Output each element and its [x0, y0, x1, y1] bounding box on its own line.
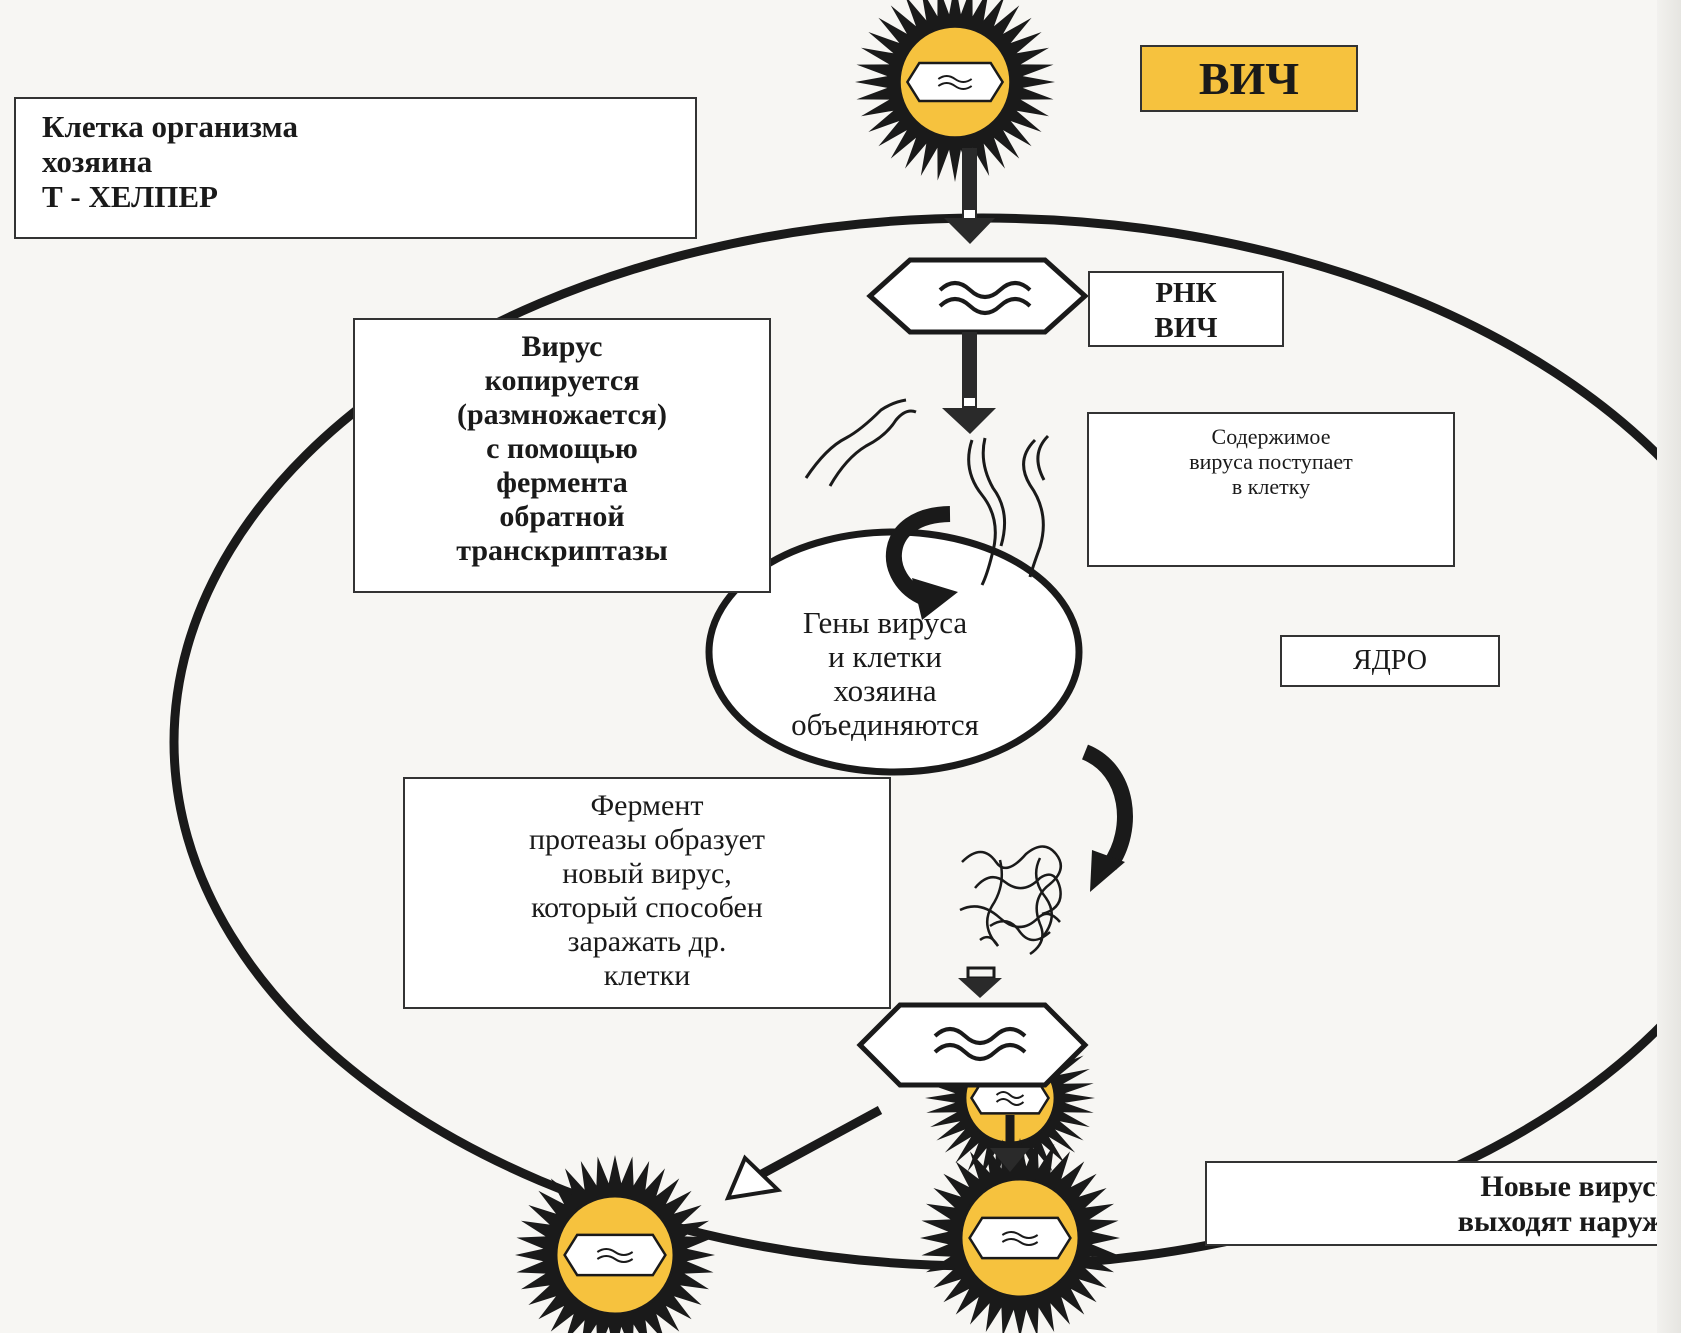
copy-line: фермента [496, 466, 628, 499]
copy-line: обратной [499, 500, 625, 533]
host-cell-label: Клетка организма хозяина Т - ХЕЛПЕР [14, 97, 697, 239]
nucleus-line: и клетки [828, 639, 942, 674]
host-cell-line-3: Т - ХЕЛПЕР [42, 179, 218, 214]
protease-line: заражать др. [567, 925, 727, 958]
content-line: в клетку [1231, 474, 1311, 499]
protease-line: клетки [603, 959, 691, 992]
hiv-particle-top-icon [855, 0, 1055, 182]
entry-arrow-icon [944, 148, 995, 244]
page-edge [1657, 0, 1681, 1333]
nucleus-label-text: ЯДРО [1353, 645, 1427, 676]
copy-line: Вирус [521, 330, 603, 363]
rna-line-1: РНК [1155, 277, 1217, 309]
rna-strand-icon [804, 398, 1050, 586]
rna-label: РНК ВИЧ [1088, 271, 1284, 347]
host-cell-line-1: Клетка организма [42, 109, 298, 144]
arrow-out-of-nucleus-icon [1081, 744, 1133, 892]
arrow-down-icon [942, 332, 996, 434]
new-virus-left-icon [515, 1155, 715, 1333]
exit-line: выходят наружу [1457, 1205, 1679, 1238]
new-virus-right-icon [920, 1138, 1120, 1333]
protease-line: Фермент [590, 789, 704, 822]
exit-line: Новые вирусы [1480, 1170, 1679, 1203]
hiv-title-label: ВИЧ [1140, 45, 1358, 112]
copy-line: копируется [484, 364, 640, 397]
copy-line: транскриптазы [456, 534, 668, 567]
content-line: Содержимое [1211, 424, 1331, 449]
rna-line-2: ВИЧ [1154, 312, 1218, 344]
protease-line: который способен [531, 891, 763, 924]
new-virus-material-icon [959, 845, 1063, 956]
content-line: вируса поступает [1189, 449, 1353, 474]
copy-line: с помощью [486, 432, 638, 465]
protease-line: новый вирус, [562, 857, 732, 890]
nucleus-line: Гены вируса [802, 605, 968, 640]
copy-line: (размножается) [457, 398, 667, 431]
virus-group [515, 0, 1120, 1333]
nucleus-line: объединяются [791, 707, 979, 742]
nucleus-line: хозяина [833, 673, 937, 708]
host-cell-line-2: хозяина [42, 144, 153, 179]
exit-step-label: Новые вирусы выходят наружу [1205, 1161, 1681, 1246]
nucleus-merge-text: Гены вируса и клетки хозяина объединяютс… [720, 606, 1050, 742]
arrow-into-nucleus-icon [885, 506, 958, 620]
protease-line: протеазы образует [528, 823, 766, 856]
capsid-bottom-icon [856, 1002, 1089, 1088]
copy-step-label: Вирус копируется (размножается) с помощь… [353, 318, 771, 593]
exit-arrows-icon [724, 1106, 1030, 1201]
capsid-icon [866, 257, 1089, 335]
arrow-to-exit-icon [958, 966, 1002, 998]
hiv-title-text: ВИЧ [1198, 53, 1300, 104]
protease-step-label: Фермент протеазы образует новый вирус, к… [403, 777, 891, 1009]
content-enters-label: Содержимое вируса поступает в клетку [1087, 412, 1455, 567]
nucleus-label: ЯДРО [1280, 635, 1500, 687]
